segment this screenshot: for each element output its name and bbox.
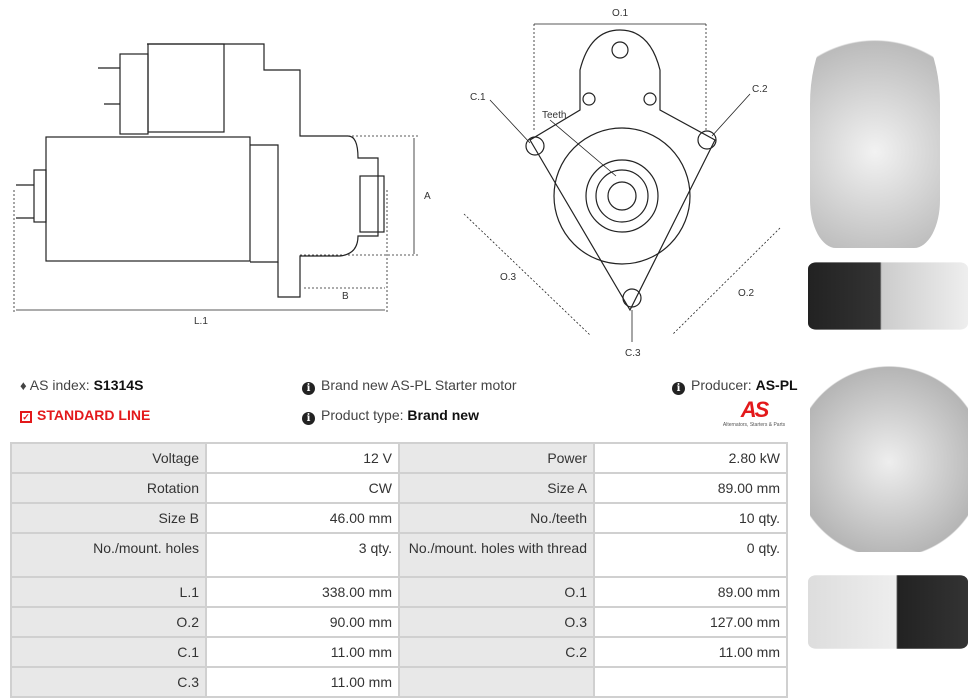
spec-value: 3 qty. [205, 532, 400, 578]
as-pl-logo: AS Alternators, Starters & Parts [722, 397, 786, 429]
spec-value: 46.00 mm [205, 502, 400, 534]
product-photo-front[interactable] [810, 8, 940, 248]
as-index-value: S1314S [93, 377, 144, 393]
spec-label: O.1 [398, 576, 595, 608]
info-icon: i [672, 382, 685, 395]
spec-label: Power [398, 442, 595, 474]
spec-label: No./mount. holes [10, 532, 207, 578]
spec-value: 11.00 mm [593, 636, 788, 668]
side-view-diagram: A B L.1 [13, 43, 431, 327]
label-b: B [342, 291, 349, 302]
product-photo-rear[interactable] [810, 352, 968, 552]
spec-label: Size A [398, 472, 595, 504]
spec-label: No./teeth [398, 502, 595, 534]
spec-label: L.1 [10, 576, 207, 608]
spec-label: Rotation [10, 472, 207, 504]
spec-label: C.1 [10, 636, 207, 668]
label-o3: O.3 [500, 272, 517, 283]
front-view-diagram: O.1 C.1 Teeth C.2 O.3 O.2 C.3 [463, 8, 781, 359]
info-icon: i [302, 382, 315, 395]
label-c2: C.2 [752, 84, 768, 95]
spec-label: O.3 [398, 606, 595, 638]
spec-value: 89.00 mm [593, 576, 788, 608]
product-photo-side-2[interactable] [808, 575, 968, 649]
spec-value: CW [205, 472, 400, 504]
label-o1: O.1 [612, 8, 629, 19]
info-icon: i [302, 412, 315, 425]
spec-value [593, 666, 788, 698]
as-index: ♦ AS index: S1314S [20, 377, 144, 393]
label-a: A [424, 191, 431, 202]
spec-value: 89.00 mm [593, 472, 788, 504]
spec-label: C.2 [398, 636, 595, 668]
checkbox-icon: ✓ [20, 411, 32, 423]
spec-value: 0 qty. [593, 532, 788, 578]
label-l1: L.1 [194, 316, 208, 327]
spec-value: 10 qty. [593, 502, 788, 534]
label-c3: C.3 [625, 348, 641, 359]
spec-label: No./mount. holes with thread [398, 532, 595, 578]
spec-label: O.2 [10, 606, 207, 638]
standard-line-badge: ✓STANDARD LINE [20, 407, 150, 423]
spec-value: 2.80 kW [593, 442, 788, 474]
spec-label [398, 666, 595, 698]
product-photo-side[interactable] [808, 262, 968, 330]
spec-value: 338.00 mm [205, 576, 400, 608]
spec-value: 127.00 mm [593, 606, 788, 638]
spec-label: C.3 [10, 666, 207, 698]
label-teeth: Teeth [542, 110, 566, 121]
spec-value: 11.00 mm [205, 636, 400, 668]
spec-value: 11.00 mm [205, 666, 400, 698]
spec-label: Voltage [10, 442, 207, 474]
label-c1: C.1 [470, 92, 486, 103]
label-o2: O.2 [738, 288, 755, 299]
spec-value: 12 V [205, 442, 400, 474]
spec-label: Size B [10, 502, 207, 534]
spec-value: 90.00 mm [205, 606, 400, 638]
tags-icon: ♦ [20, 378, 27, 393]
